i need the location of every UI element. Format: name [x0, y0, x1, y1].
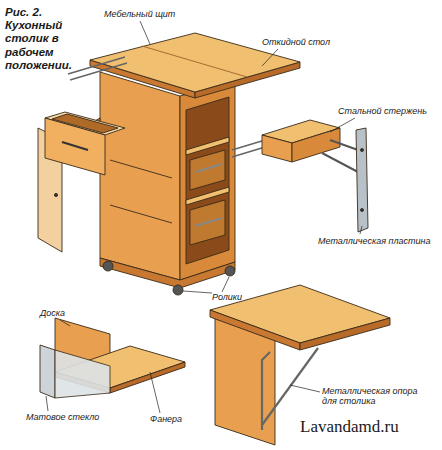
shelf-line: [110, 160, 172, 178]
part-label: Стальной стержень: [338, 106, 427, 116]
drawer-handle: [62, 142, 88, 150]
steel-rod: [70, 63, 127, 80]
leader-line: [46, 396, 48, 411]
shelf-line: [110, 205, 172, 223]
drawer-front: [45, 118, 105, 175]
part-label: Доска: [40, 308, 65, 318]
metal-support: [262, 348, 318, 425]
inset-block: [262, 135, 292, 162]
leader-line: [183, 291, 212, 293]
leader-line: [290, 385, 320, 392]
metal-plate: [356, 128, 368, 232]
part-label: Металлическая пластина: [318, 236, 430, 246]
table-edge: [300, 318, 390, 350]
leader-line: [330, 118, 355, 132]
fold-seam: [142, 46, 247, 77]
basket: [190, 200, 225, 245]
leader-line: [262, 49, 278, 66]
matte-glass: [40, 345, 55, 398]
rivet: [361, 149, 364, 152]
figure-title: Рис. 2. Кухонный столик в рабочем положе…: [5, 6, 81, 72]
leader-line: [150, 372, 160, 413]
part-label: Матовое стекло: [26, 412, 99, 422]
leader-line: [140, 21, 150, 44]
part-label: Откидной стол: [262, 37, 330, 47]
door-knob: [54, 193, 57, 196]
leader-line: [60, 320, 70, 326]
cabinet-side: [180, 80, 235, 280]
basket: [190, 150, 225, 190]
leader-line: [360, 226, 362, 234]
leader-line: [222, 277, 229, 292]
rivet: [361, 209, 364, 212]
roller: [103, 261, 113, 271]
table-edge: [210, 310, 300, 350]
rail: [195, 164, 222, 172]
plywood-edge: [110, 362, 185, 393]
rail: [195, 218, 222, 226]
steel-rod: [330, 140, 358, 150]
part-label: Ролики: [212, 292, 242, 302]
roller: [173, 285, 183, 295]
cabinet-opening: [186, 97, 229, 264]
watermark: Lavandamd.ru: [300, 417, 399, 437]
matte-glass: [55, 350, 110, 398]
part-label: Металлическая опора для столика: [322, 386, 422, 407]
inset-block: [292, 128, 340, 162]
cabinet-base: [100, 258, 235, 288]
part-label: Мебельный щит: [104, 9, 175, 19]
table-top: [210, 285, 390, 343]
roller: [225, 266, 235, 276]
steel-rod: [322, 153, 358, 172]
part-label: Фанера: [150, 414, 182, 424]
cabinet-front: [100, 72, 180, 280]
